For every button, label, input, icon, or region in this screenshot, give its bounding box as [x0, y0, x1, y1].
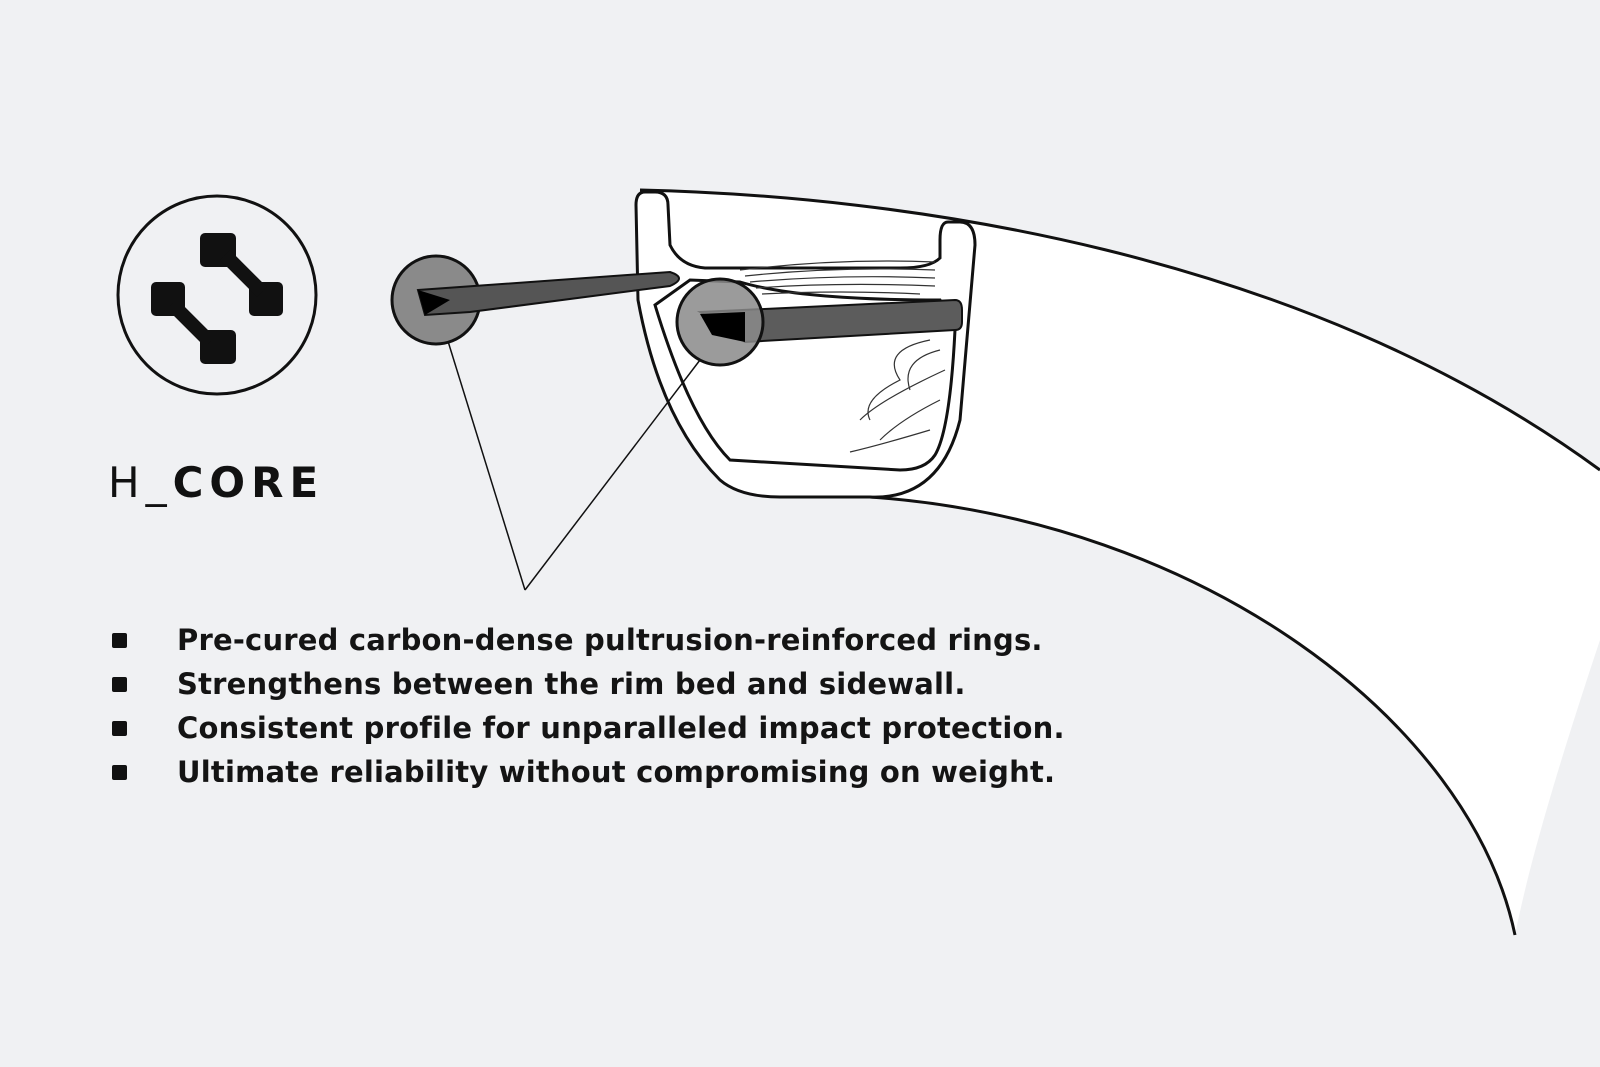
feature-text: Strengthens between the rim bed and side… [177, 667, 966, 701]
h-core-logo-icon [116, 194, 318, 396]
rim-inner-edge [869, 495, 1517, 936]
bullet-icon [112, 632, 127, 648]
brand-prefix: H_ [108, 458, 173, 507]
bullet-icon [112, 676, 127, 692]
feature-text: Pre-cured carbon-dense pultrusion-reinfo… [177, 623, 1043, 657]
callout-line [446, 337, 526, 591]
list-item: Pre-cured carbon-dense pultrusion-reinfo… [112, 618, 1065, 662]
brand-wordmark: H_CORE [108, 458, 324, 507]
rim-outer-edge [639, 188, 1600, 472]
feature-text: Ultimate reliability without compromisin… [177, 755, 1056, 789]
core-ring-bar-detail [416, 270, 680, 317]
list-item: Strengthens between the rim bed and side… [112, 662, 1065, 706]
feature-list: Pre-cured carbon-dense pultrusion-reinfo… [112, 618, 1065, 794]
bullet-icon [112, 764, 127, 780]
list-item: Ultimate reliability without compromisin… [112, 750, 1065, 794]
core-ring-bar [696, 298, 963, 344]
bullet-icon [112, 720, 127, 736]
list-item: Consistent profile for unparalleled impa… [112, 706, 1065, 750]
callout-line [524, 359, 701, 591]
fiber-hatching [739, 260, 946, 453]
brand-name: CORE [172, 458, 325, 507]
feature-text: Consistent profile for unparalleled impa… [177, 711, 1065, 745]
